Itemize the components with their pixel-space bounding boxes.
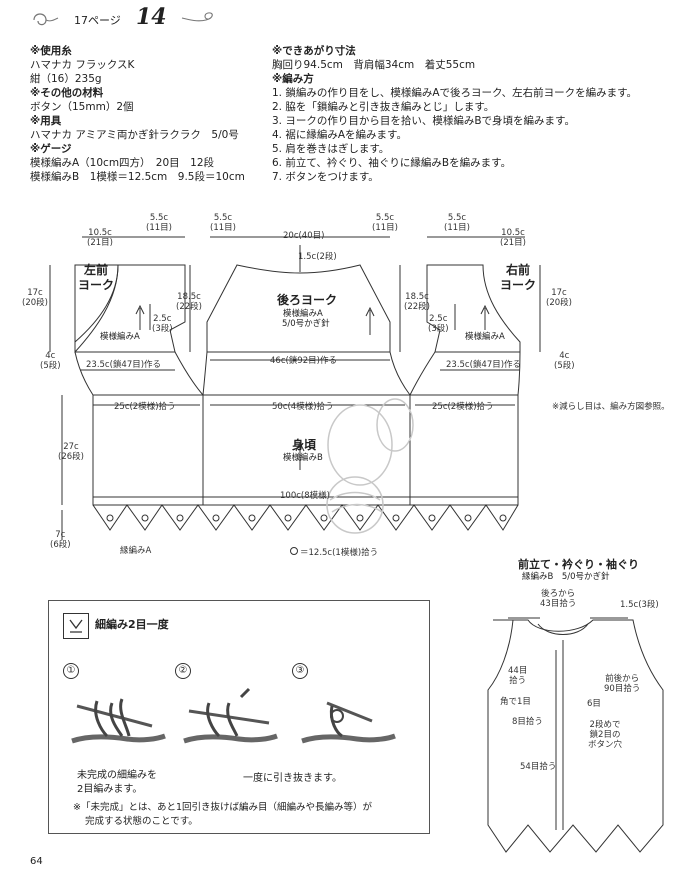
right-front-pattern: 模様編みA (465, 332, 505, 342)
band-six: 6目 (587, 699, 601, 709)
band-title: 前立て・衿ぐり・袖ぐり (518, 558, 639, 571)
right-front-base: 23.5c(鎖47目)作る (446, 360, 522, 370)
dim-left-armhole: 18.5c(22段) (176, 292, 202, 312)
gauge-a-text: 模様編みA（10cm四方） 20目 12段 (30, 157, 215, 169)
yarn-heading: ※使用糸 (30, 45, 72, 57)
band-left-pick: 44目拾う (508, 666, 528, 686)
step-1-illustration (71, 698, 166, 744)
materials-section: ※使用糸 ハマナカ フラックスK 紺（16）235g ※その他の材料 ボタン（1… (30, 44, 245, 184)
repeat-label: ＝12.5c(1模様)拾う (290, 547, 378, 558)
body-pick-right: 25c(2模様)拾う (432, 402, 494, 412)
left-front-pattern: 模様編みA (100, 332, 140, 342)
dim-back-right-shoulder: 5.5c(11目) (372, 213, 398, 233)
dim-right-armhole: 18.5c(22段) (404, 292, 430, 312)
step-2-number: ② (175, 663, 191, 679)
dim-back-left-shoulder: 5.5c(11目) (210, 213, 236, 233)
band-subtitle: 縁編みB 5/0号かぎ針 (522, 572, 610, 582)
right-front-yoke-shape (426, 264, 521, 353)
dim-right-height: 17c(20段) (546, 288, 572, 308)
edge-label: 縁編みA (120, 546, 152, 556)
band-eight: 8目拾う (512, 717, 543, 727)
band-fiftyfour: 54目拾う (520, 762, 557, 772)
repeat-circle-icon (290, 547, 298, 555)
body-pick-center: 50c(4模様)拾う (272, 402, 334, 412)
watermark-icon (326, 398, 414, 534)
band-shoulder: 1.5c(3段) (620, 600, 659, 610)
left-front-yoke-shape (74, 264, 186, 353)
dim-right-neck: 5.5c(11目) (444, 213, 470, 233)
unfinished-note: ※「未完成」とは、あと1回引き抜けば編み目（細編みや長編み等）が完成する状態のこ… (73, 802, 373, 827)
yarn-color: 紺（16）235g (30, 73, 102, 85)
method-step: 6. 前立て、衿ぐり、袖ぐりに縁編みBを編みます。 (272, 157, 512, 169)
step-3-illustration (301, 701, 396, 744)
garment-schematic (49, 236, 541, 540)
tools-heading: ※用具 (30, 115, 62, 127)
back-yoke-title: 後ろヨーク (277, 293, 338, 307)
right-front-yoke-title: 右前 ヨーク (500, 263, 537, 292)
size-heading: ※できあがり寸法 (272, 45, 356, 57)
page-header: 17ページ 14 (30, 4, 220, 34)
method-step: 5. 肩を巻きはぎします。 (272, 143, 390, 155)
back-yoke-base: 46c(鎖92目)作る (270, 356, 337, 366)
page-ref: 17ページ (74, 14, 121, 27)
step-3-number: ③ (292, 663, 308, 679)
other-materials-heading: ※その他の材料 (30, 87, 104, 99)
method-step: 1. 鎖編みの作り目をし、模様編みAで後ろヨーク、左右前ヨークを編みます。 (272, 87, 638, 99)
body-height: 27c(26段) (58, 442, 84, 462)
method-section: ※できあがり寸法 胸回り94.5cm 背肩幅34cm 着丈55cm ※編み方 1… (272, 44, 637, 184)
dim-left-side: 2.5c(3段) (152, 314, 173, 334)
decrease-symbol-icon (63, 613, 89, 639)
dim-back-neck-depth: 1.5c(2段) (298, 252, 337, 262)
dim-left-neck: 5.5c(11目) (146, 213, 172, 233)
gauge-b-text: 模様編みB 1模様＝12.5cm 9.5段＝10cm (30, 171, 245, 183)
method-step: 2. 脇を「鎖編みと引き抜き編みとじ」します。 (272, 101, 495, 113)
page-number: 64 (30, 856, 43, 867)
method-step: 7. ボタンをつけます。 (272, 171, 379, 183)
dim-right-side: 2.5c(3段) (428, 314, 449, 334)
method-step: 4. 裾に縁編みAを編みます。 (272, 129, 407, 141)
body-width: 100c(8模様) (280, 491, 330, 501)
dim-left-bottom: 4c(5段) (40, 351, 61, 371)
gauge-heading: ※ゲージ (30, 143, 72, 155)
method-step: 3. ヨークの作り目から目を拾い、模様編みBで身頃を編みます。 (272, 115, 576, 127)
size-text: 胸回り94.5cm 背肩幅34cm 着丈55cm (272, 59, 476, 71)
band-buttonhole: 2段めで鎖2目のボタン穴 (588, 720, 623, 750)
step-2-illustration (183, 687, 278, 744)
step-3-caption: 一度に引き抜きます。 (243, 773, 342, 784)
body-pattern: 模様編みB (283, 453, 323, 463)
ornament-left-icon (33, 13, 59, 26)
back-yoke-shape (206, 264, 391, 353)
buttons-text: ボタン（15mm）2個 (30, 101, 134, 113)
step-1-number: ① (63, 663, 79, 679)
dim-back-neck: 20c(40目) (283, 231, 325, 241)
dim-left-height: 17c(20段) (22, 288, 48, 308)
band-corner: 角で1目 (500, 697, 531, 707)
hook-text: ハマナカ アミアミ両かぎ針ラクラク 5/0号 (30, 129, 239, 141)
edge-height: 7c(6段) (50, 530, 71, 550)
ornament-right-icon (181, 12, 213, 22)
pattern-number: 14 (136, 4, 167, 30)
dim-left-top: 10.5c(21目) (87, 228, 113, 248)
left-front-base: 23.5c(鎖47目)作る (86, 360, 162, 370)
yarn-name: ハマナカ フラックスK (30, 59, 135, 71)
scallop-edge (92, 504, 519, 531)
band-diagram (487, 617, 664, 853)
body-title: 身頃 (292, 438, 317, 452)
method-heading: ※編み方 (272, 73, 314, 85)
left-front-yoke-title: 左前 ヨーク (78, 263, 115, 292)
dim-right-bottom: 4c(5段) (554, 351, 575, 371)
back-yoke-pattern: 模様編みA (283, 309, 323, 319)
dim-right-top: 10.5c(21目) (500, 228, 526, 248)
tutorial-title: 細編み2目一度 (95, 618, 169, 631)
back-yoke-hook: 5/0号かぎ針 (282, 319, 330, 329)
decrease-note: ※減らし目は、編み方図参照。 (552, 402, 670, 412)
body-pick-left: 25c(2模様)拾う (114, 402, 176, 412)
